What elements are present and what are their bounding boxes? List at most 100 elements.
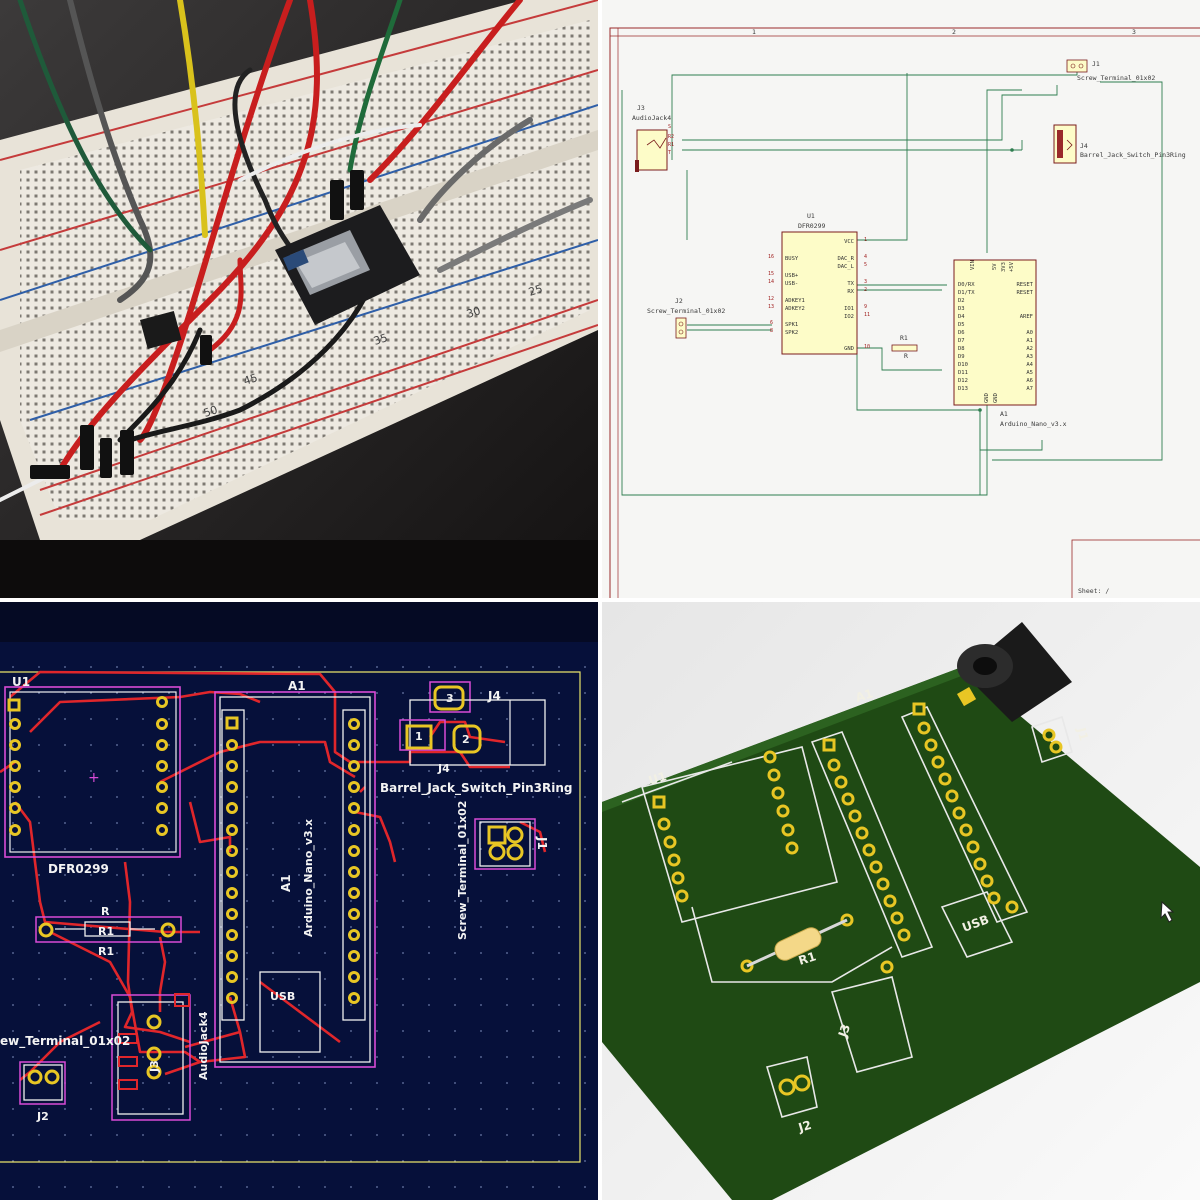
svg-text:13: 13 [768, 304, 774, 310]
r1-value: R [904, 352, 908, 360]
audio-jack-module [140, 310, 182, 349]
j4-pad-3: 3 [446, 692, 454, 705]
a1-top-pins: VIN 5V 3V3 +5V [970, 260, 1015, 272]
svg-text:D10: D10 [958, 362, 968, 368]
svg-text:5V: 5V [992, 263, 998, 270]
svg-text:11: 11 [864, 312, 870, 318]
svg-text:A5: A5 [1026, 370, 1033, 376]
a1-left-pins: D0/RX D1/TX D2 D3 D4 D5 D6 D7 D8 D9 D10 … [958, 282, 975, 392]
svg-text:A0: A0 [1026, 330, 1033, 336]
j3-ref: J3 [637, 104, 645, 112]
svg-text:5: 5 [864, 262, 867, 268]
svg-text:VIN: VIN [970, 260, 976, 270]
j2-ref: J2 [36, 1110, 49, 1123]
j1-value: Screw_Terminal_01x02 [1077, 74, 1155, 82]
u1-label: U1 [647, 769, 668, 788]
a1-pads [225, 716, 360, 1004]
svg-text:A4: A4 [1026, 362, 1033, 368]
svg-text:IO2: IO2 [844, 314, 854, 320]
j2-label: J2 [796, 1118, 813, 1135]
pcb-3d-canvas: U1 A1 R1 USB J3 J2 J1 [602, 602, 1200, 1200]
r1-resistor-symbol: R1 R [891, 334, 918, 360]
svg-text:14: 14 [768, 279, 774, 285]
j4-value: Barrel_Jack_Switch_Pin3Ring [380, 781, 573, 796]
svg-text:4: 4 [864, 254, 867, 260]
j1-value: Screw_Terminal_01x02 [456, 801, 469, 940]
svg-text:DAC_L: DAC_L [837, 264, 854, 270]
svg-text:R2: R2 [668, 134, 674, 140]
a1-value: Arduino_Nano_v3.x [1000, 420, 1067, 428]
j3-footprint: J3 AudioJack4 [111, 993, 210, 1121]
svg-text:D13: D13 [958, 386, 968, 392]
svg-text:ADKEY2: ADKEY2 [785, 306, 805, 312]
copper-traces [0, 670, 547, 1082]
j3-label: J3 [835, 1022, 853, 1040]
u1-value: DFR0299 [798, 222, 825, 230]
j4-pad-2: 2 [462, 733, 470, 746]
usb-label: USB [270, 990, 295, 1003]
frame-column-numbers: 1 2 3 [752, 28, 1136, 36]
j3-value: AudioJack4 [632, 114, 671, 122]
u1-dfr0299-symbol: U1 DFR0299 BUSY USB+ USB- ADKEY1 ADKEY2 … [768, 212, 870, 355]
svg-text:D9: D9 [958, 354, 965, 360]
r1-value: R1 [98, 945, 114, 958]
j2-screw-terminal-symbol: J2 Screw_Terminal_01x02 [647, 297, 725, 339]
u1-right-pins: VCC DAC_R DAC_L TX RX IO1 IO2 GND [837, 239, 854, 352]
jumper-wires [0, 0, 593, 502]
j3-value: AudioJack4 [197, 1011, 210, 1080]
svg-text:SPK2: SPK2 [785, 330, 798, 336]
j1-screw-terminal-symbol: J1 Screw_Terminal_01x02 [1066, 59, 1155, 82]
j1-footprint: J1 Screw_Terminal_01x02 [456, 801, 549, 940]
svg-text:D0/RX: D0/RX [958, 282, 975, 288]
3d-pads [652, 702, 1063, 1096]
pcb-3d-view-photo: U1 A1 R1 USB J3 J2 J1 [602, 602, 1200, 1200]
j4-ref: J4 [487, 689, 501, 703]
svg-text:GND: GND [984, 393, 990, 403]
svg-text:S: S [668, 124, 671, 130]
j2-value: Screw_Terminal_01x02 [647, 307, 725, 315]
svg-text:D6: D6 [958, 330, 965, 336]
j2-value: ew_Terminal_01x02 [0, 1034, 130, 1049]
svg-text:RESET: RESET [1016, 290, 1033, 296]
schematic-photo: 1 2 3 Sheet: / [602, 0, 1200, 598]
frame-column-3: 3 [1132, 28, 1136, 36]
svg-text:12: 12 [768, 296, 774, 302]
j4-ref: J4 [1080, 142, 1088, 150]
svg-text:TX: TX [847, 281, 854, 287]
svg-text:15: 15 [768, 271, 774, 277]
u1-ref: U1 [807, 212, 815, 220]
j4-barrel-jack-symbol: J4 Barrel_Jack_Switch_Pin3Ring [1053, 124, 1186, 164]
u1-right-pin-numbers: 1 4 5 3 2 9 11 10 [864, 237, 870, 350]
title-block-sheet: Sheet: / [1078, 587, 1109, 595]
origin-crosshair-icon: + [88, 770, 100, 786]
svg-text:SPK1: SPK1 [785, 322, 798, 328]
u1-left-pins: BUSY USB+ USB- ADKEY1 ADKEY2 SPK1 SPK2 [785, 256, 805, 336]
svg-text:DAC_R: DAC_R [837, 256, 854, 262]
a1-ref: A1 [1000, 410, 1008, 418]
a1-label: A1 [854, 686, 875, 705]
a1-value: Arduino_Nano_v3.x [302, 819, 315, 937]
svg-text:GND: GND [993, 393, 999, 403]
svg-text:R1: R1 [668, 142, 674, 148]
svg-text:USB-: USB- [785, 281, 798, 287]
u1-pads [7, 696, 168, 836]
svg-text:D12: D12 [958, 378, 968, 384]
u1-ref: U1 [12, 675, 30, 689]
row-number: 35 [372, 331, 389, 348]
j4-footprint: 3 1 2 J4 J4 Barrel_Jack_Switch_Pin3Ring [380, 681, 573, 796]
dfplayer-module [275, 205, 420, 325]
title-block [1071, 539, 1200, 598]
svg-text:16: 16 [768, 254, 774, 260]
silkscreen-outlines [621, 705, 1073, 1118]
svg-text:D8: D8 [958, 346, 965, 352]
svg-text:D11: D11 [958, 370, 968, 376]
svg-text:+5V: +5V [1009, 261, 1015, 272]
svg-text:3V3: 3V3 [1001, 262, 1007, 272]
svg-text:D5: D5 [958, 322, 965, 328]
schematic-canvas: 1 2 3 Sheet: / [602, 0, 1200, 598]
svg-text:RX: RX [847, 289, 854, 295]
u1-footprint: U1 DFR0299 + [4, 675, 181, 876]
a1-bottom-pins: GND GND [984, 393, 999, 403]
svg-text:AREF: AREF [1020, 314, 1033, 320]
a1-arduino-nano-symbol: VIN 5V 3V3 +5V D0/RX D1/TX D2 D3 D4 D5 D… [953, 259, 1067, 428]
